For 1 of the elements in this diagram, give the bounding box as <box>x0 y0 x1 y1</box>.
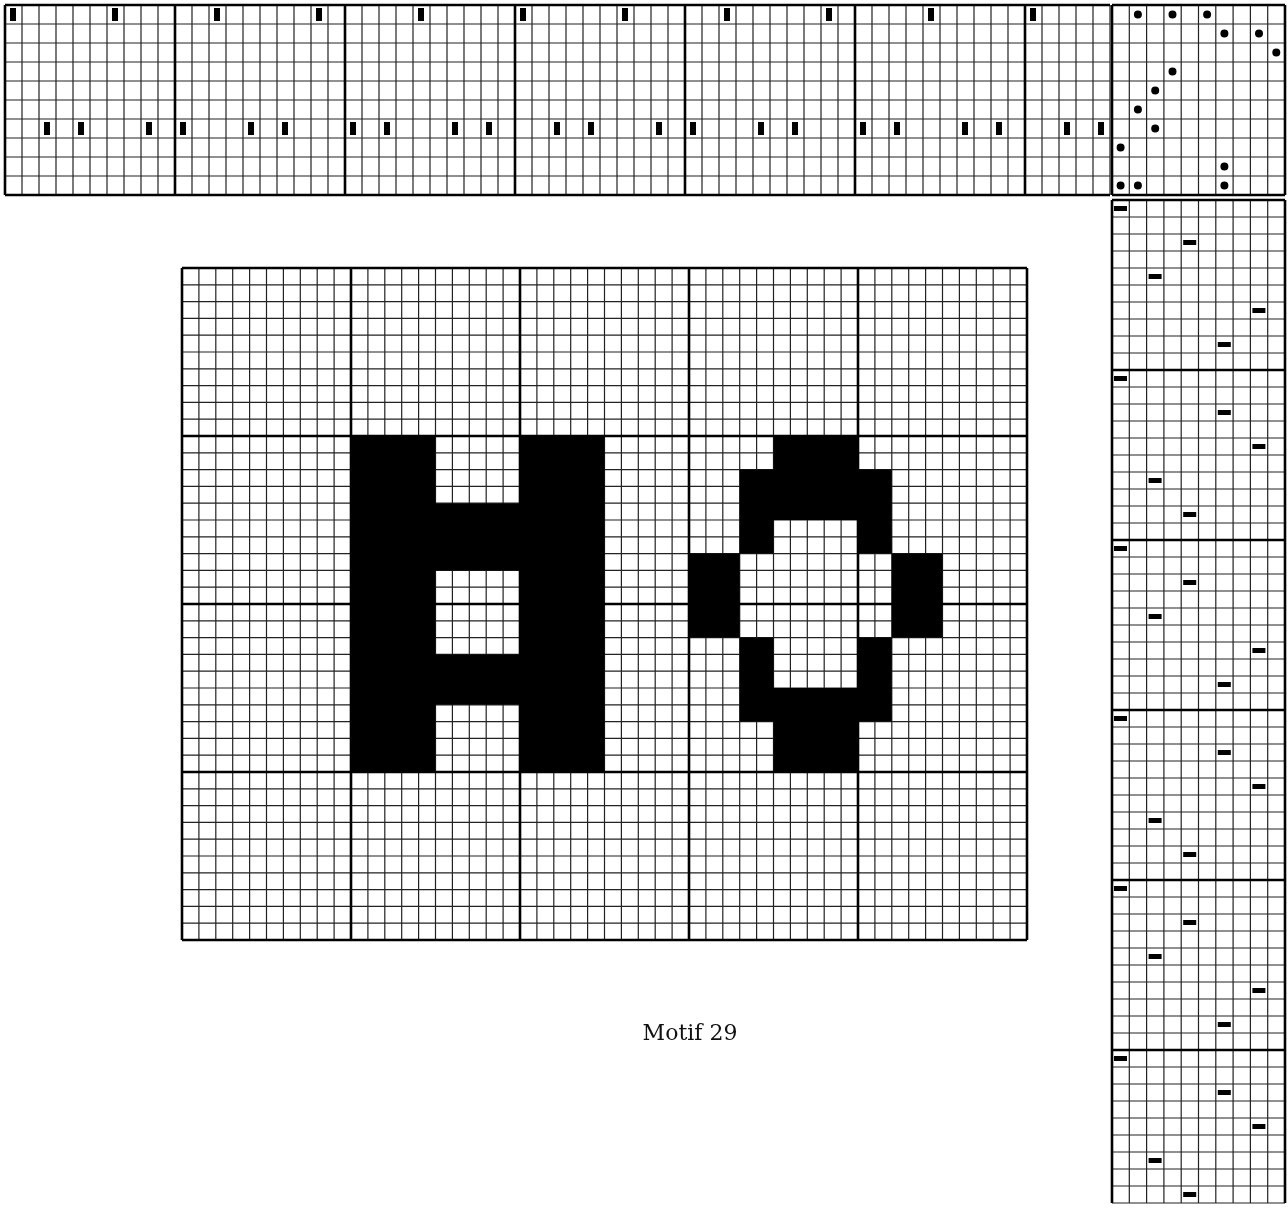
caption: Motif 29 <box>641 1020 739 1045</box>
